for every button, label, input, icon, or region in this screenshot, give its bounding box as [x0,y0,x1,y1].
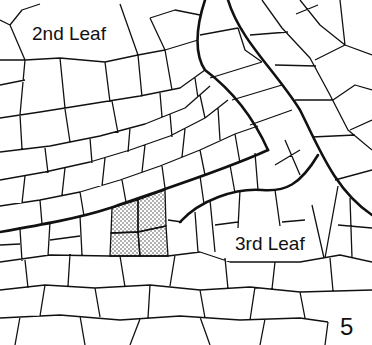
leaf-label: 3rd Leaf [233,234,307,255]
tissue-boundaries [0,0,372,232]
stippled-cells [110,190,168,256]
leaf-label: 2nd Leaf [30,24,108,45]
figure-number: 5 [338,314,355,340]
